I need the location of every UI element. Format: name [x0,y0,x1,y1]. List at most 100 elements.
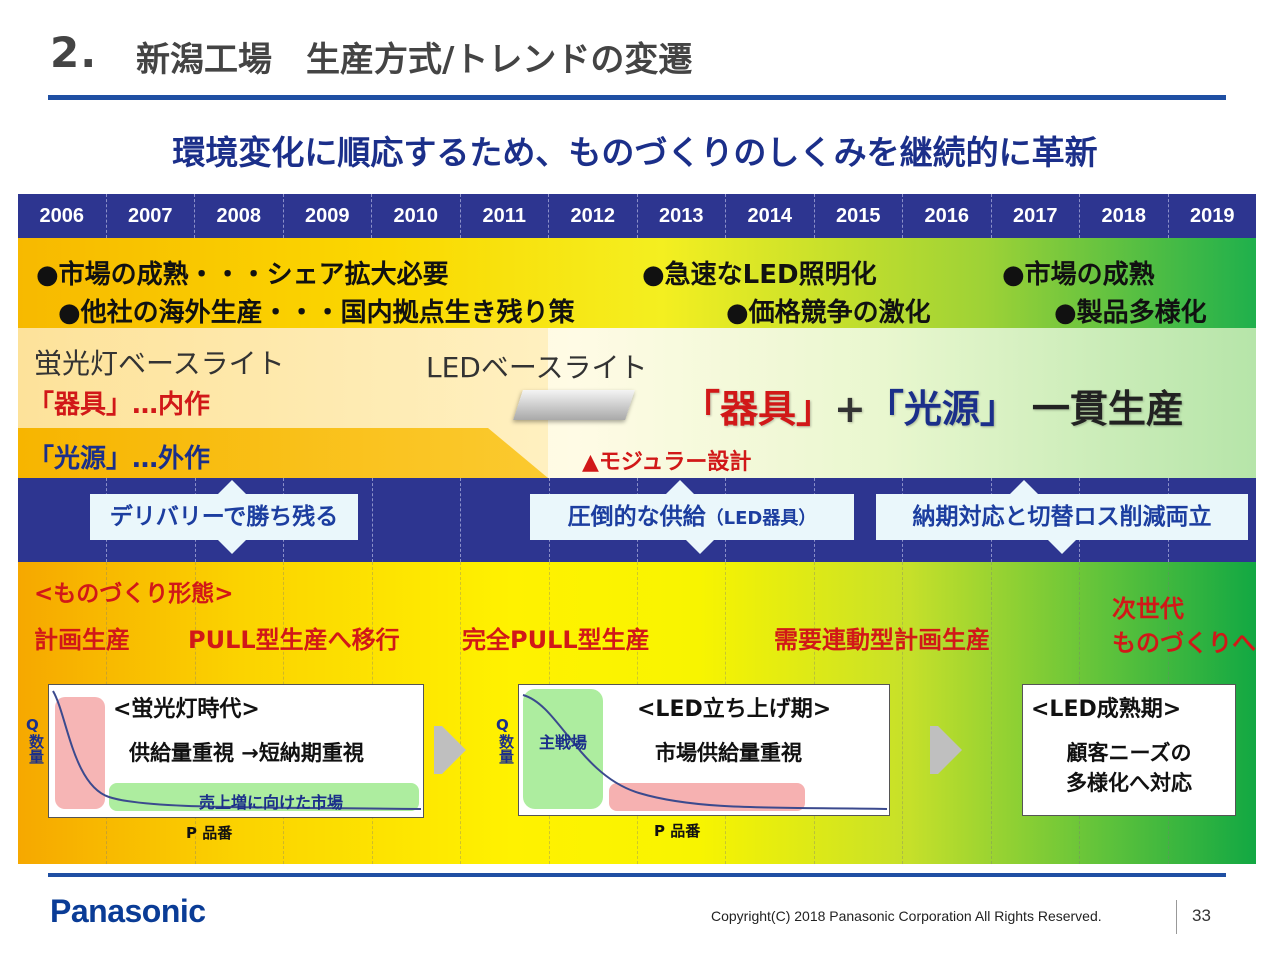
source-outsourced: 「光源」…外作 [28,438,210,475]
year-2018: 2018 [1080,194,1169,238]
p2-ylabel: 数量 [497,734,515,764]
stage-next-gen-line2: ものづくりへ [1112,629,1256,657]
gridline [460,478,462,562]
stage-planned: 計画生産 [34,626,130,654]
integrated-fixture: 「器具」 [682,387,835,431]
outsourced-label: …外作 [132,444,211,474]
p2-main-label: 主戦場 [539,733,588,752]
arrow-1 [442,726,466,774]
year-2007: 2007 [107,194,195,238]
footer-divider [48,873,1226,877]
p2-main-area [523,689,603,809]
fixture-label: 「器具」 [28,390,133,420]
market-bullet-price: ●価格競争の激化 [726,298,931,328]
led-fixture-image [513,390,635,420]
headline: 環境変化に順応するため、ものづくりのしくみを継続的に革新 [172,133,1098,172]
arrow-1-stem [434,726,442,774]
p3-title: <LED成熟期> [1031,697,1182,722]
year-2012: 2012 [549,194,638,238]
callout-supply: 圧倒的な供給（LED器具） [530,494,854,540]
callout-changeover-pointer [1048,540,1076,554]
arrow-2 [938,726,962,774]
section-number: 2. [50,28,98,77]
p1-hot-area [55,697,105,809]
p2-tail-area [609,783,805,811]
p1-market-area [109,783,419,811]
gridline [460,562,462,864]
modular-design: ▲モジュラー設計 [582,450,752,475]
market-bullet-overseas: ●他社の海外生産・・・国内拠点生き残り策 [58,298,575,328]
p1-xlabel: P 品番 [186,824,233,842]
gridline [902,562,904,864]
p1-curve-svg [52,690,422,811]
p1-ylabel-q: Q [26,716,39,734]
year-2013: 2013 [638,194,726,238]
page-number: 33 [1192,906,1211,925]
integrated-text: 一貫生産 [1031,387,1184,431]
gridline [371,478,373,562]
year-2016: 2016 [903,194,992,238]
title-divider [48,95,1226,100]
stage-full-pull: 完全PULL型生産 [462,626,650,654]
panel-led-launch: 主戦場 <LED立ち上げ期> 市場供給量重視 [518,684,890,816]
page-number-separator [1176,900,1177,934]
inhouse-label: …内作 [132,390,211,420]
gridline [990,562,992,864]
p1-title: <蛍光灯時代> [113,697,260,722]
market-bullet-diversity: ●製品多様化 [1054,298,1207,328]
market-bullet-led: ●急速なLED照明化 [642,260,877,290]
stage-next-gen-line1: 次世代 [1112,595,1184,623]
year-2010: 2010 [372,194,461,238]
callout-supply-sub: （LED器具） [705,508,817,529]
stage-demand-linked: 需要連動型計画生産 [774,626,990,654]
p2-title: <LED立ち上げ期> [637,697,832,722]
monozukuri-heading: <ものづくり形態> [34,581,234,607]
stage-next-gen: 次世代 ものづくりへ [1112,592,1256,660]
p3-text2: 多様化へ対応 [1066,771,1192,795]
p2-curve [522,694,888,810]
p2-ylabel-q: Q [496,716,509,734]
market-band [18,238,1256,328]
year-2011: 2011 [461,194,549,238]
p3-text1: 顧客ニーズの [1066,741,1192,765]
panel-led-mature: <LED成熟期> 顧客ニーズの 多様化へ対応 [1022,684,1236,816]
callout-supply-main: 圧倒的な供給 [567,504,706,530]
year-2014: 2014 [726,194,815,238]
year-2008: 2008 [195,194,284,238]
year-2017: 2017 [992,194,1080,238]
p2-text: 市場供給量重視 [655,741,802,765]
callout-changeover-pointer-top [1010,480,1038,494]
p2-curve-svg [522,689,888,811]
callout-changeover: 納期対応と切替ロス削減両立 [876,494,1248,540]
year-2015: 2015 [815,194,903,238]
integrated-source: 「光源」 [865,387,1018,431]
page-title: 新潟工場 生産方式/トレンドの変遷 [136,40,693,80]
callout-delivery-pointer-top [218,480,246,494]
panasonic-logo: Panasonic [50,893,206,929]
panel-fluorescent: <蛍光灯時代> 供給量重視 →短納期重視 売上増に向けた市場 [48,684,424,818]
callout-supply-pointer [686,540,714,554]
year-2019: 2019 [1190,205,1235,227]
p1-curve [52,690,422,810]
year-2006: 2006 [18,194,107,238]
p2-xlabel: P 品番 [654,822,701,840]
copyright: Copyright(C) 2018 Panasonic Corporation … [711,908,1102,924]
market-bullet-maturity: ●市場の成熟・・・シェア拡大必要 [36,260,449,290]
fluorescent-label: 蛍光灯ベースライト [34,347,285,380]
callout-delivery: デリバリーで勝ち残る [90,494,358,540]
integrated-plus: + [834,387,866,431]
callout-delivery-pointer [218,540,246,554]
p1-text: 供給量重視 →短納期重視 [129,741,364,765]
callout-supply-pointer-top [666,480,694,494]
p1-ylabel: 数量 [27,734,45,764]
source-label: 「光源」 [28,444,133,474]
fixture-inhouse: 「器具」…内作 [28,384,210,421]
outsourced-source-band [18,428,548,478]
year-2009: 2009 [284,194,372,238]
market-bullet-mature2: ●市場の成熟 [1002,260,1155,290]
p1-market-label: 売上増に向けた市場 [199,793,344,812]
led-label: LEDベースライト [426,351,648,384]
stage-pull-transition: PULL型生産へ移行 [188,626,400,654]
